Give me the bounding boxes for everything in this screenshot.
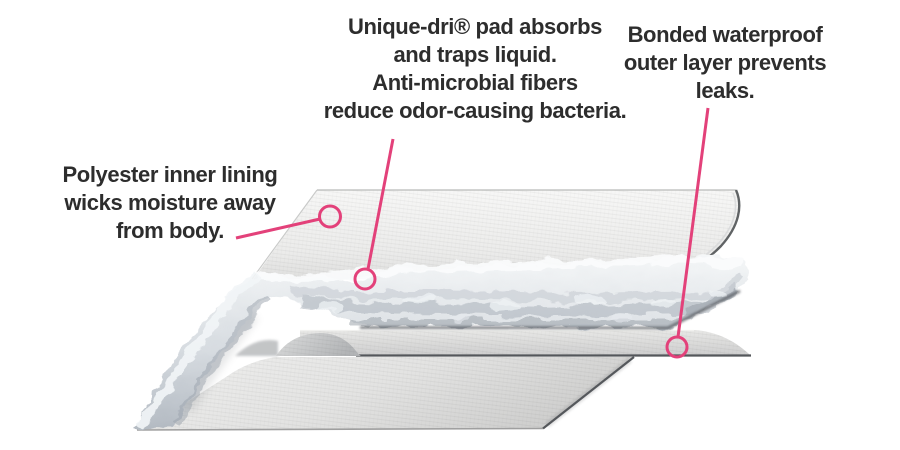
callout-absorbent-pad [353, 138, 395, 291]
waterproof-layer [300, 329, 751, 357]
inner-lining-left-edge [251, 189, 318, 280]
bottom-sheet-diagonal-edge [542, 356, 635, 430]
label-inner-lining: Polyester inner lining wicks moisture aw… [48, 161, 292, 245]
label-line: and traps liquid. [393, 42, 557, 67]
label-line: from body. [115, 218, 225, 243]
label-waterproof-layer: Bonded waterproof outer layer prevents l… [610, 21, 840, 105]
label-line: outer layer prevents [623, 50, 827, 75]
callout-line [676, 107, 710, 338]
bottom-sheet-fold [235, 332, 361, 356]
absorbent-pad [135, 253, 751, 430]
label-line: Polyester inner lining [62, 162, 278, 187]
callout-circle [318, 204, 342, 229]
callout-circle [665, 335, 689, 359]
label-line: leaks. [695, 78, 755, 103]
label-line: Unique-dri® pad absorbs [348, 14, 602, 39]
label-absorbent-pad: Unique-dri® pad absorbs and traps liquid… [318, 13, 632, 125]
callout-line [366, 138, 395, 270]
label-line: reduce odor-causing bacteria. [323, 98, 627, 123]
bottom-sheet [136, 356, 635, 431]
bottom-sheet-bottom-edge [136, 427, 544, 431]
label-line: Bonded waterproof [627, 22, 823, 47]
label-line: Anti-microbial fibers [372, 70, 578, 95]
label-line: wicks moisture away [64, 190, 276, 215]
callout-waterproof [665, 107, 710, 359]
callout-line [235, 217, 321, 240]
absorbent-pad-bottom-edge [359, 289, 741, 330]
callout-inner-lining [235, 204, 342, 240]
callout-circle [353, 267, 377, 291]
